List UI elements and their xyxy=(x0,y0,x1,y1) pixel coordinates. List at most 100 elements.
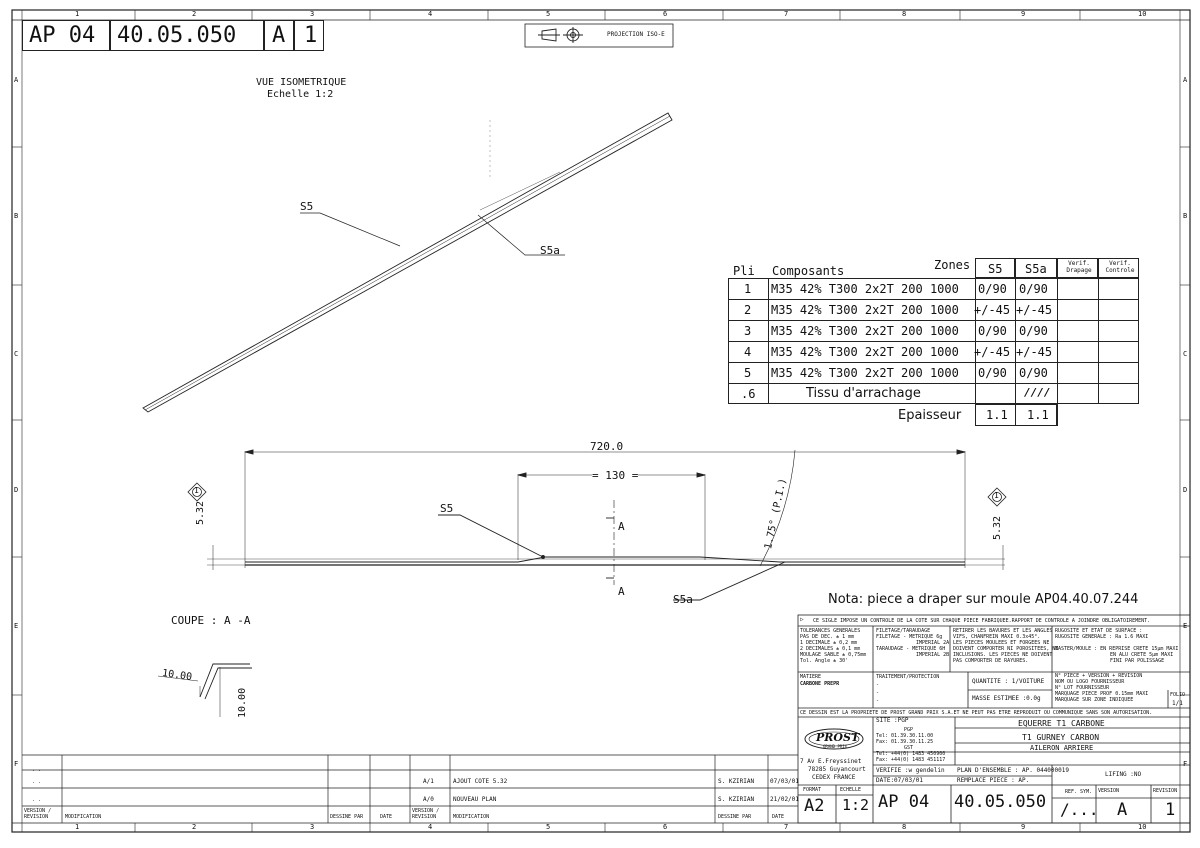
col-num: 5 xyxy=(546,10,551,18)
col-num: 6 xyxy=(663,10,668,18)
col-num: 2 xyxy=(192,10,197,18)
tb-contact-line: Tel: +44(0) 1483 450900 xyxy=(876,751,946,757)
tb-address: CEDEX FRANCE xyxy=(812,774,856,781)
rev-blank: . . xyxy=(32,797,42,803)
col-num: 2 xyxy=(192,823,197,831)
datum-diamond-icon xyxy=(187,482,1007,507)
tb-folio-label: FOLIO xyxy=(1170,692,1186,698)
ply-s5: 0/90 xyxy=(978,282,1007,296)
section-label-s5: S5 xyxy=(440,502,454,515)
tb-bav-line: INCLUSIONS. LES PIECES NE DOIVENT xyxy=(953,652,1053,658)
code-box-2: 40.05.050 xyxy=(110,20,264,51)
col-num: 4 xyxy=(428,823,433,831)
ply-s5a: +/-45 xyxy=(1016,345,1053,359)
ply-header-verif-drapage-cell: Verif. Drapage xyxy=(1057,258,1098,278)
tb-note: CE SIGLE IMPOSE UN CONTROLE DE LA COTE S… xyxy=(813,618,1151,624)
ply-num: 5 xyxy=(744,366,752,380)
ply-composant: M35 42% T300 2x2T 200 1000 xyxy=(771,324,959,338)
rev-header-version: VERSION / REVISION xyxy=(24,808,52,820)
col-num: 8 xyxy=(902,10,907,18)
tb-tol-line: PAS DE DEC. ± 1 mm xyxy=(800,634,855,640)
row-letter: C xyxy=(14,350,19,358)
tb-bav-line: DOIVENT COMPORTER NI POROSITEES, NI xyxy=(953,646,1059,652)
section-part xyxy=(207,449,1005,601)
ply-header-s5a-cell: S5a xyxy=(1015,258,1057,278)
tb-title2: T1 GURNEY CARBON xyxy=(1022,733,1100,742)
tb-ref-sym-label: REF. SYM. xyxy=(1065,789,1093,795)
ply-s5a: //// xyxy=(1024,386,1051,399)
col-num: 10 xyxy=(1138,10,1147,18)
tb-rug-line: RUGOSITE GENERALE : Ra 1.6 MAXI xyxy=(1055,634,1149,640)
tb-mark-line: MARQUAGE PIECE PROF 0.15mm MAXI xyxy=(1055,691,1149,697)
row-letter: F xyxy=(1183,760,1188,768)
rev-blank: . . xyxy=(32,767,42,773)
tb-tol-line: Tol. Angle ± 30' xyxy=(800,658,849,664)
iso-part xyxy=(142,112,673,413)
tb-bav-line: PAS COMPORTER DE RAYURES. xyxy=(953,658,1029,664)
col-num: 1 xyxy=(75,823,80,831)
tb-contact-line: PGP xyxy=(904,727,914,733)
ply-header-pli: Pli xyxy=(733,264,755,278)
code-part-2: 40.05.050 xyxy=(117,23,237,48)
ply-num: .6 xyxy=(741,387,756,401)
tb-tol-line: MOULAGE SABLE ± 0,75mm xyxy=(800,652,867,658)
ply-s5: 0/90 xyxy=(978,366,1007,380)
tb-mark-line: N° PIECE + VERSION + REVISION xyxy=(1055,673,1143,679)
tb-property: CE DESSIN EST LA PROPRIETE DE PROST GRAN… xyxy=(800,710,1153,716)
epaisseur-s5a: 1.1 xyxy=(1027,408,1049,422)
cut-label-bottom: A xyxy=(618,585,625,598)
ply-s5a: 0/90 xyxy=(1019,282,1048,296)
tb-title1: EQUERRE T1 CARBONE xyxy=(1018,719,1105,728)
rev-date: 21/02/01 xyxy=(770,796,799,803)
row-letter: D xyxy=(1183,486,1188,494)
revision-table-lines xyxy=(22,754,798,823)
dim-height-right: 5.32 xyxy=(992,515,1003,540)
tb-rugosite: RUGOSITE ET ETAT DE SURFACE : RUGOSITE G… xyxy=(1055,628,1178,664)
ply-s5: +/-45 xyxy=(974,303,1011,317)
tb-masse: MASSE ESTIMEE :0.0g xyxy=(972,695,1041,702)
col-num: 5 xyxy=(546,823,551,831)
tb-drawing-no-b: 40.05.050 xyxy=(954,792,1047,812)
dim-height-left: 5.32 xyxy=(195,500,206,525)
tb-echelle: 1:2 xyxy=(842,796,870,814)
tb-matiere-label: MATIERE xyxy=(800,674,822,680)
code-part-1: AP 04 xyxy=(29,23,96,48)
coupe-profile xyxy=(157,663,252,717)
tb-contact-line: GST xyxy=(904,745,914,751)
row-letter: F xyxy=(14,760,19,768)
tb-marking: N° PIECE + VERSION + REVISION NOM OU LOG… xyxy=(1055,673,1148,703)
ply-header-composants: Composants xyxy=(772,264,845,278)
ply-s5: +/-45 xyxy=(974,345,1011,359)
projection-label: PROJECTION ISO-E xyxy=(607,31,665,38)
tb-contact-line: Fax: 01.39.30.11.25 xyxy=(876,739,934,745)
rev-header-version-2: VERSION / REVISION xyxy=(412,808,440,820)
tb-address: 7 Av E.Freyssinet xyxy=(800,758,862,765)
code-part-3: A xyxy=(272,23,286,48)
ply-header-s5: S5 xyxy=(988,262,1003,276)
check-symbol-icon: ▷ xyxy=(800,616,804,623)
logo-text: PROST xyxy=(816,731,860,744)
row-letter: B xyxy=(1183,212,1188,220)
ply-s5a: +/-45 xyxy=(1016,303,1053,317)
tb-date: DATE:07/03/01 xyxy=(876,777,923,784)
tb-ref-sym: /... xyxy=(1060,800,1099,819)
tb-mark-line: N° LOT FOURNISSEUR xyxy=(1055,685,1110,691)
ply-s5a: 0/90 xyxy=(1019,324,1048,338)
rev-by: S. KZIRIAN xyxy=(718,796,755,803)
tb-matiere: CARBONE PREPR xyxy=(800,681,840,687)
tb-drawing-no-a: AP 04 xyxy=(878,792,930,812)
tb-lifing: LIFING :NO xyxy=(1105,771,1142,778)
iso-view-title: VUE ISOMETRIQUE xyxy=(256,77,347,88)
section-label-s5a: S5a xyxy=(673,593,693,606)
ply-num: 2 xyxy=(744,303,752,317)
rev-date: 07/03/01 xyxy=(770,778,799,785)
col-num: 9 xyxy=(1021,823,1026,831)
tb-format-label: FORMAT xyxy=(803,787,822,793)
ply-num: 3 xyxy=(744,324,752,338)
col-num: 6 xyxy=(663,823,668,831)
prost-logo: PROST GRAND PRIX xyxy=(803,727,865,751)
coupe-title: COUPE : A -A xyxy=(171,614,251,627)
row-letter: B xyxy=(14,212,19,220)
iso-label-s5: S5 xyxy=(300,200,314,213)
ply-header-s5-cell: S5 xyxy=(975,258,1015,278)
